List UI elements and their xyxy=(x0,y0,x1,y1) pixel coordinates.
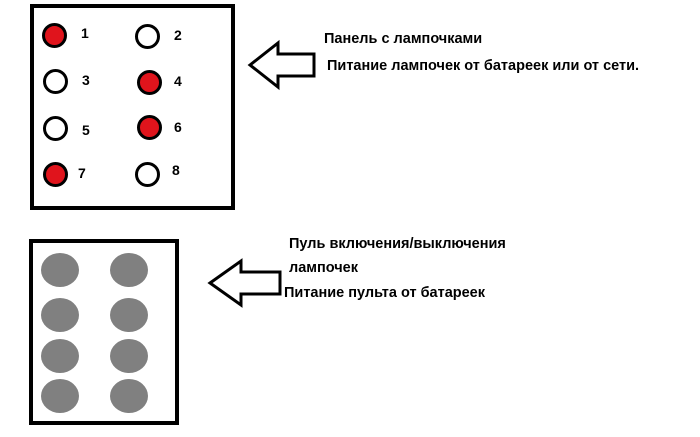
remote-button[interactable] xyxy=(41,379,79,413)
remote-button[interactable] xyxy=(41,253,79,287)
lamp-4 xyxy=(137,70,162,95)
remote-panel-power-note: Питание пульта от батареек xyxy=(284,285,485,301)
lamp-6 xyxy=(137,115,162,140)
lamp-4-number: 4 xyxy=(174,73,182,89)
lamp-panel: 1 2 3 4 5 6 7 8 xyxy=(30,4,235,210)
lamp-5 xyxy=(43,116,68,141)
remote-button[interactable] xyxy=(41,339,79,373)
lamp-3-number: 3 xyxy=(82,72,90,88)
lamp-8-number: 8 xyxy=(172,162,180,178)
remote-button[interactable] xyxy=(41,298,79,332)
lamp-1 xyxy=(42,23,67,48)
lamp-1-number: 1 xyxy=(81,25,89,41)
lamp-5-number: 5 xyxy=(82,122,90,138)
lamp-6-number: 6 xyxy=(174,119,182,135)
remote-button[interactable] xyxy=(110,379,148,413)
remote-panel xyxy=(29,239,179,425)
lamp-3 xyxy=(43,69,68,94)
remote-button[interactable] xyxy=(110,253,148,287)
lamp-panel-power-note: Питание лампочек от батареек или от сети… xyxy=(327,58,640,74)
lamp-8 xyxy=(135,162,160,187)
remote-panel-arrow-icon xyxy=(207,258,282,308)
lamp-panel-title: Панель с лампочками xyxy=(324,31,483,47)
remote-panel-title-line2: лампочек xyxy=(289,260,358,276)
remote-panel-title: Пуль включения/выключения xyxy=(289,236,506,252)
remote-button[interactable] xyxy=(110,339,148,373)
lamp-7-number: 7 xyxy=(78,165,86,181)
lamp-7 xyxy=(43,162,68,187)
remote-button[interactable] xyxy=(110,298,148,332)
lamp-2 xyxy=(135,24,160,49)
lamp-panel-arrow-icon xyxy=(247,39,316,91)
lamp-2-number: 2 xyxy=(174,27,182,43)
